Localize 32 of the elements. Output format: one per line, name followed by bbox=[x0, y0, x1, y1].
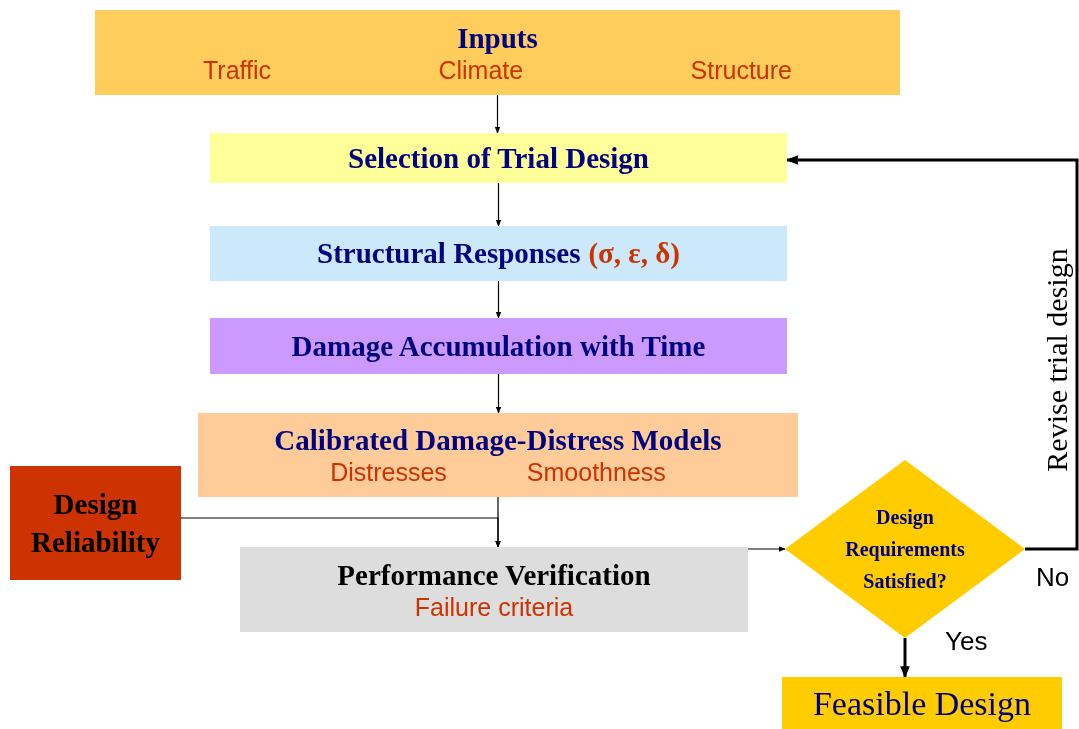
arrow bbox=[180, 517, 501, 548]
arrow bbox=[494, 94, 501, 134]
arrow bbox=[495, 182, 502, 227]
box-title: Calibrated Damage-Distress Models bbox=[274, 423, 722, 457]
arrow bbox=[495, 280, 502, 319]
box-title: Inputs bbox=[457, 20, 538, 55]
process-box bbox=[210, 226, 787, 281]
box-title: Feasible Design bbox=[812, 683, 1032, 724]
box-title: Selection of Trial Design bbox=[348, 141, 649, 175]
result-box bbox=[782, 677, 1062, 729]
input-box bbox=[10, 466, 181, 580]
box-subtitle: Climate bbox=[438, 54, 524, 85]
box-subtitle: Structure bbox=[690, 54, 792, 85]
box-title: Design Reliability bbox=[30, 487, 161, 560]
input-box bbox=[95, 10, 900, 95]
process-box bbox=[210, 133, 787, 183]
vertical-note: Revise trial design bbox=[1040, 248, 1074, 472]
arrow bbox=[495, 373, 502, 414]
box-subtitle: Failure criteria bbox=[414, 591, 574, 622]
box-title: Design Requirements Satisfied? bbox=[844, 505, 966, 594]
process-box bbox=[210, 318, 787, 374]
process-box bbox=[240, 547, 748, 632]
box-subtitle: Traffic bbox=[203, 54, 272, 85]
box-title: Structural Responses bbox=[317, 235, 581, 271]
box-title: Damage Accumulation with Time bbox=[291, 329, 706, 363]
box-subtitle: Smoothness bbox=[526, 457, 666, 487]
arrow bbox=[747, 546, 786, 552]
box-title: Performance Verification bbox=[337, 557, 651, 592]
box-subtitle: (σ, ε, δ) bbox=[588, 235, 680, 271]
process-box bbox=[198, 413, 798, 497]
arrow bbox=[900, 638, 910, 679]
box-subtitle: Distresses bbox=[330, 457, 447, 487]
